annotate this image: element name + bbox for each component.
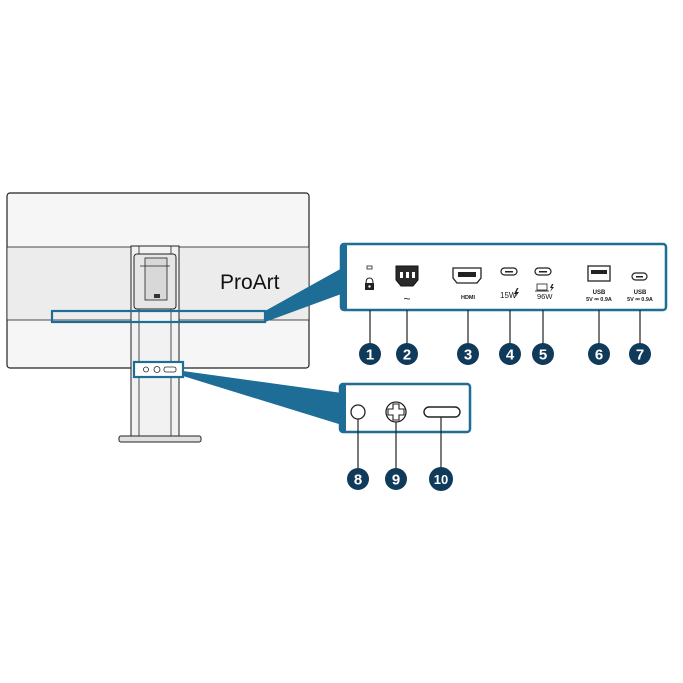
- svg-text:3: 3: [464, 347, 472, 364]
- charge-bolt-icon: [514, 288, 519, 299]
- svg-text:7: 7: [636, 347, 644, 364]
- usb-c-label: USB: [634, 290, 647, 296]
- usb-c-rating: 5V ⎓ 0.9A: [627, 297, 653, 303]
- top-callout-wedge: [265, 267, 344, 322]
- usb-a-label: USB: [593, 290, 606, 296]
- power-button-icon: [423, 406, 461, 418]
- callout-badge-6: 6: [588, 343, 610, 365]
- callout-badge-1: 1: [359, 343, 381, 365]
- bottom-callout-wedge: [183, 371, 342, 425]
- usb-c-15w-label: 15W: [500, 291, 517, 300]
- callout-badge-5: 5: [532, 343, 554, 365]
- svg-text:6: 6: [595, 347, 603, 364]
- callout-badge-10: 10: [429, 467, 453, 491]
- hdmi-label: HDMI: [461, 295, 476, 301]
- monitor-brand-text: ProArt: [220, 271, 280, 294]
- top-port-panel: [339, 242, 668, 312]
- ac-power-label: ~: [403, 292, 410, 306]
- monitor-back-view: ProArt: [6, 192, 310, 443]
- usb-c-port-icon: [500, 267, 518, 276]
- svg-text:5: 5: [539, 347, 547, 364]
- svg-text:8: 8: [354, 472, 362, 489]
- svg-text:1: 1: [366, 347, 374, 364]
- usb-c-96w-label: 96W: [537, 292, 553, 301]
- audio-jack-icon: [350, 404, 366, 420]
- svg-text:2: 2: [403, 347, 411, 364]
- hdmi-port-icon: [452, 267, 482, 284]
- lower-control-highlight: [132, 360, 185, 379]
- callout-badge-3: 3: [457, 343, 479, 365]
- kensington-lock-icon: [365, 265, 374, 290]
- ac-power-icon: [395, 265, 419, 287]
- callout-badge-8: 8: [347, 468, 369, 490]
- usb-c-port-icon: [631, 272, 648, 281]
- usb-a-rating: 5V ⎓ 0.9A: [586, 297, 612, 303]
- joystick-button-icon: [385, 401, 407, 423]
- usb-a-port-icon: [587, 265, 611, 282]
- callout-badge-7: 7: [629, 343, 651, 365]
- svg-text:9: 9: [392, 472, 400, 489]
- laptop-icon: [535, 283, 549, 292]
- svg-text:4: 4: [506, 347, 515, 364]
- usb-c-laptop-charge-icon: [534, 267, 552, 276]
- charge-bolt-icon: [550, 284, 554, 292]
- callout-badge-9: 9: [385, 468, 407, 490]
- bottom-callouts: [357, 417, 442, 468]
- svg-text:10: 10: [434, 472, 448, 487]
- stand-base: [118, 435, 202, 443]
- top-callouts: [369, 310, 641, 344]
- callout-badge-2: 2: [396, 343, 418, 365]
- callout-badge-4: 4: [499, 343, 521, 365]
